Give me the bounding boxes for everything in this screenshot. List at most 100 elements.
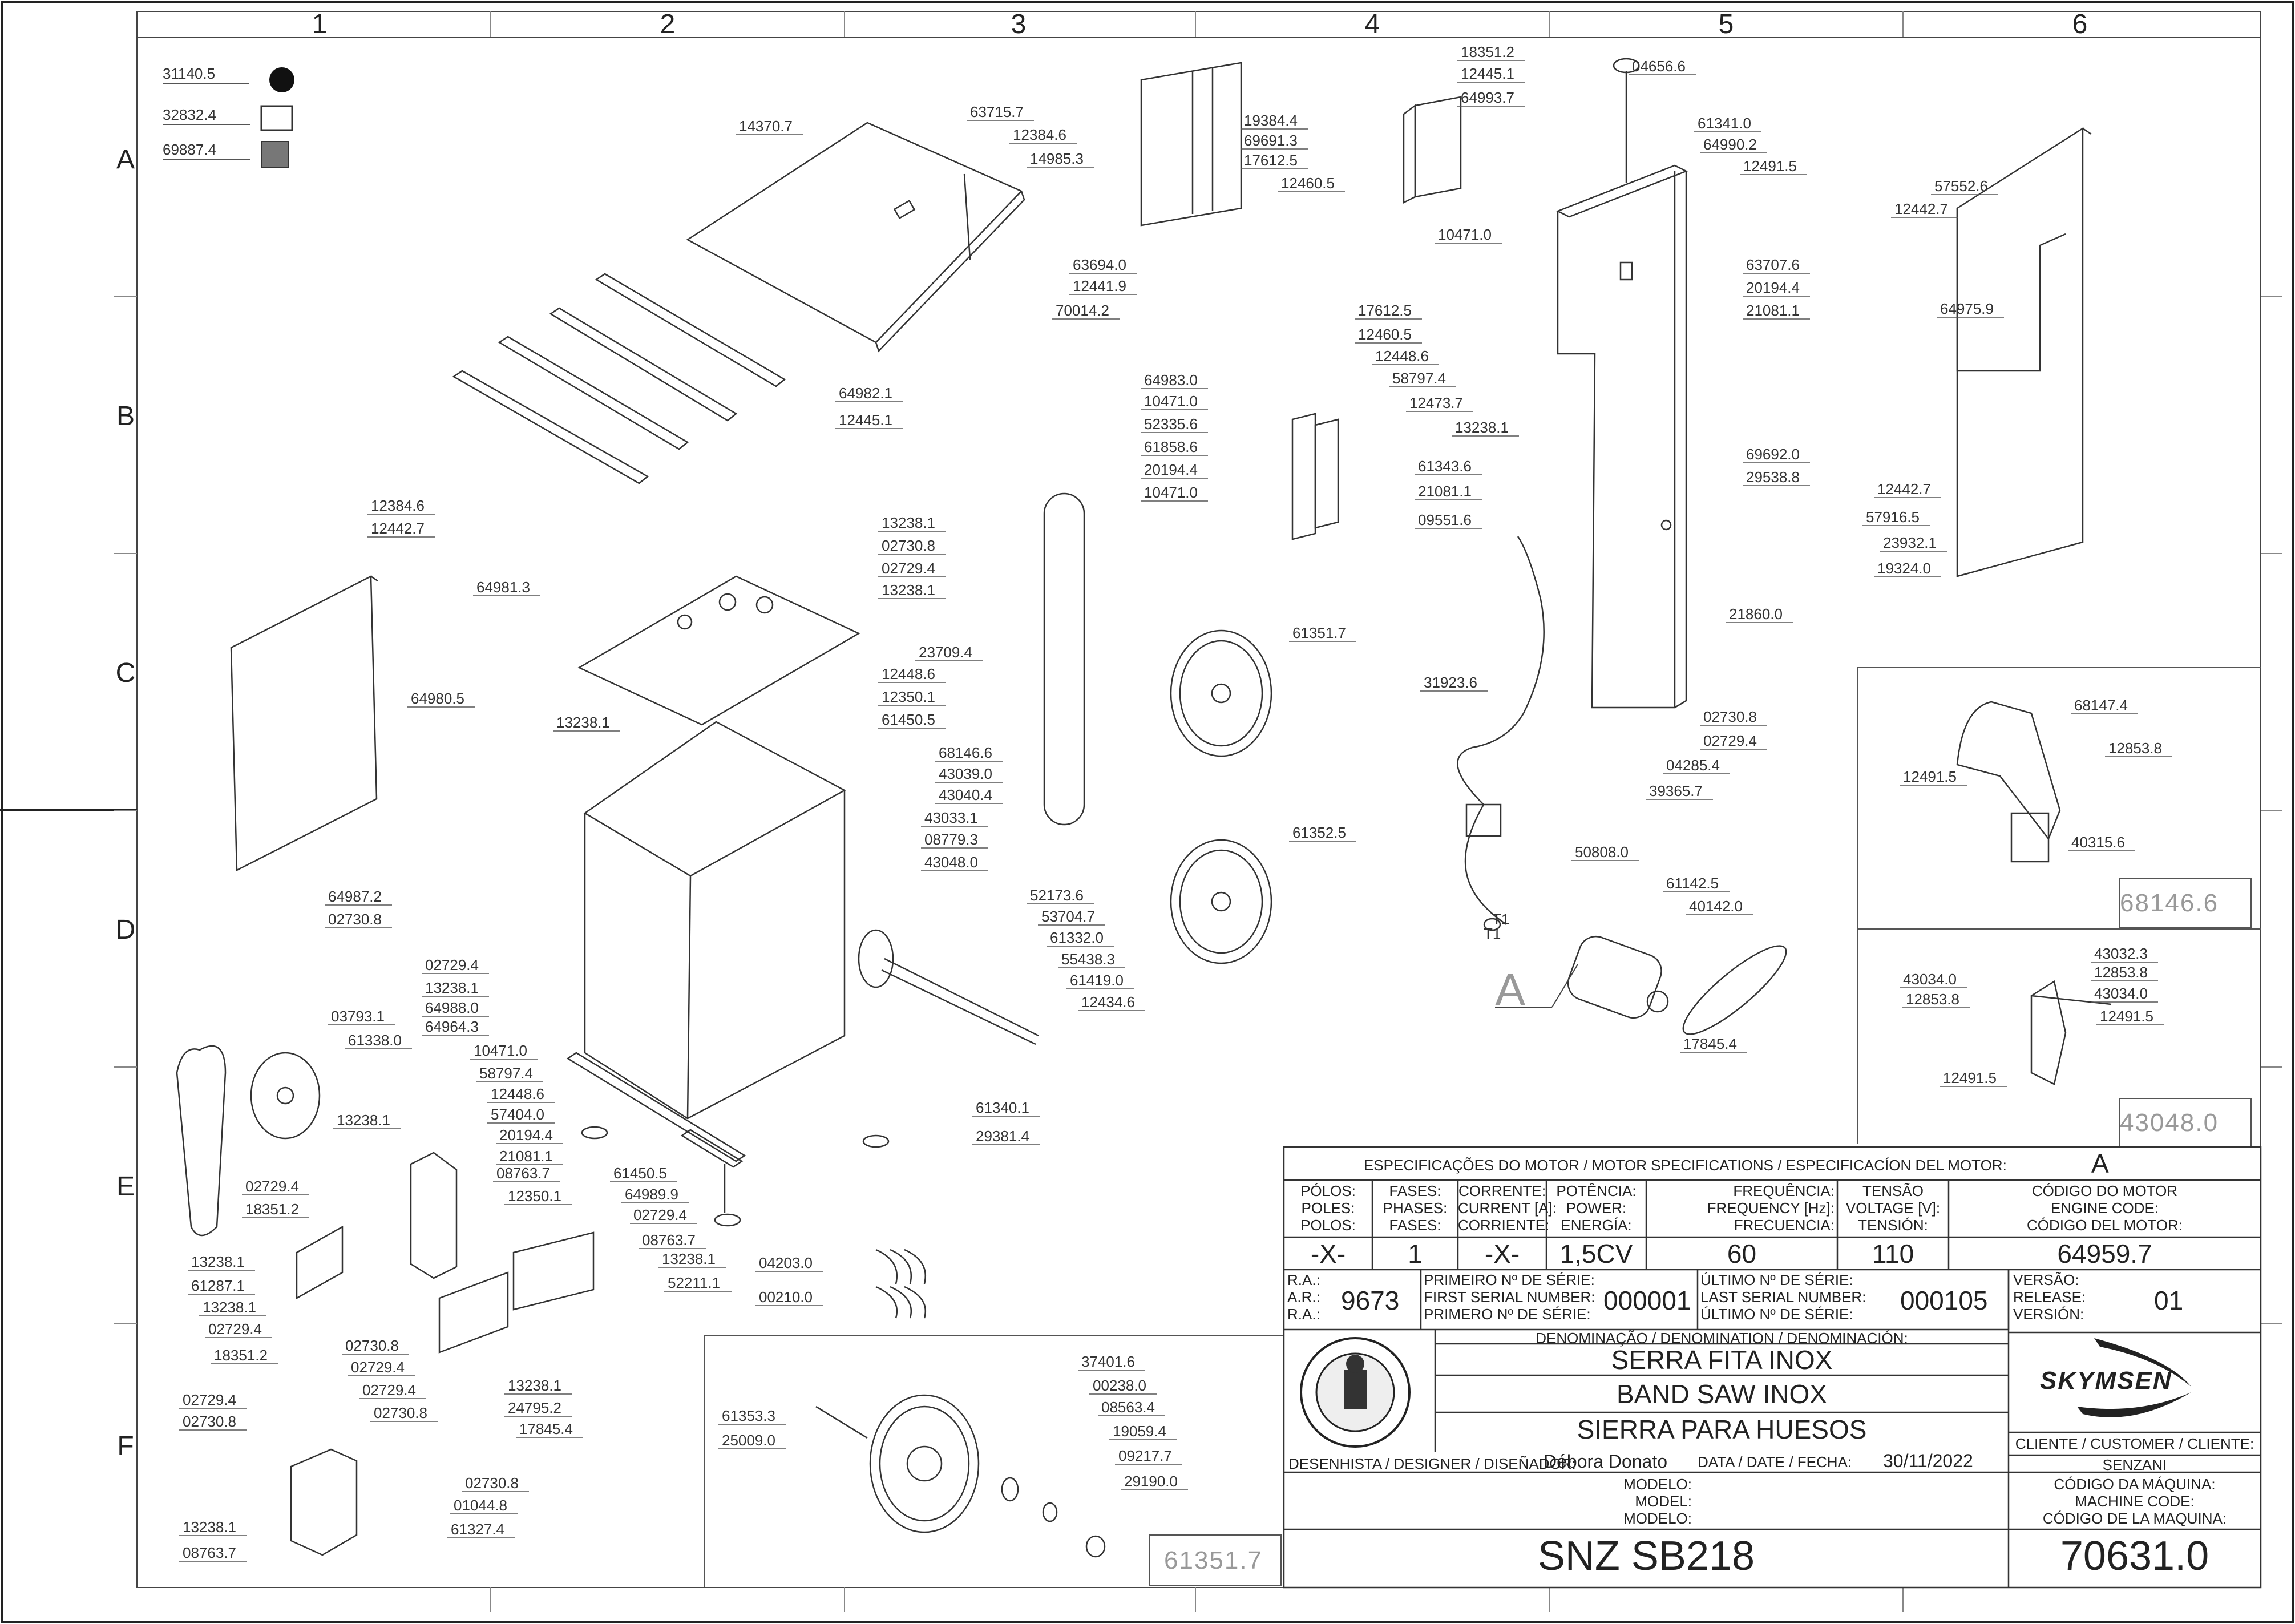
part-number-label: 12853.8 (2091, 964, 2158, 981)
part-number-label: 64983.0 (1141, 371, 1208, 389)
svg-text:69691.3: 69691.3 (1244, 132, 1298, 149)
part-number-label: 09217.7 (1115, 1447, 1182, 1465)
part-number-label: 64980.5 (407, 690, 475, 708)
part-number-label: 14370.7 (736, 118, 803, 135)
part-number-label: 18351.2 (211, 1347, 278, 1364)
last-serial-labels: ÚLTIMO Nº DE SÉRIE:LAST SERIAL NUMBER:ÚL… (1700, 1271, 1866, 1323)
svg-text:04203.0: 04203.0 (759, 1254, 813, 1271)
svg-text:10471.0: 10471.0 (1144, 484, 1198, 501)
part-number-label: 12853.8 (1902, 991, 1970, 1008)
svg-text:50808.0: 50808.0 (1575, 843, 1629, 861)
svg-text:T1: T1 (1484, 925, 1501, 942)
detail-ref-68146: 68146.6 (2120, 889, 2219, 917)
svg-text:64982.1: 64982.1 (839, 385, 892, 402)
part-number-label: 21081.1 (496, 1148, 563, 1165)
version-value: 01 (2154, 1286, 2184, 1315)
svg-text:24795.2: 24795.2 (508, 1399, 561, 1416)
svg-text:12853.8: 12853.8 (2108, 740, 2162, 757)
motor-part (1457, 536, 1787, 1035)
grid-column-label: 2 (660, 9, 676, 39)
part-number-label: 13238.1 (658, 1250, 726, 1268)
svg-text:61343.6: 61343.6 (1418, 458, 1472, 475)
svg-text:12491.5: 12491.5 (1943, 1069, 1997, 1086)
svg-text:64964.3: 64964.3 (425, 1018, 479, 1035)
header-frequency: FREQUÊNCIA:FREQUENCY [Hz]:FRECUENCIA: (1707, 1182, 1835, 1234)
part-number-label: 02729.4 (242, 1178, 309, 1195)
lower-bracket-part (290, 1152, 595, 1556)
last-serial-value: 000105 (1900, 1286, 1988, 1315)
part-number-label: 00210.0 (755, 1288, 823, 1306)
svg-text:64993.7: 64993.7 (1461, 89, 1514, 106)
svg-text:12384.6: 12384.6 (1013, 126, 1066, 143)
part-number-label: 17612.5 (1355, 302, 1422, 320)
part-number-label: 12460.5 (1278, 175, 1345, 192)
part-number-label: 17612.5 (1241, 152, 1308, 169)
part-number-label: 02729.4 (422, 956, 489, 974)
part-number-label: 13238.1 (504, 1377, 572, 1395)
part-number-label: 17845.4 (1680, 1035, 1747, 1053)
cable-coils (875, 1249, 927, 1319)
part-number-label: 12441.9 (1069, 277, 1137, 295)
denomination-pt: SERRA FITA INOX (1611, 1345, 1833, 1375)
svg-text:19324.0: 19324.0 (1877, 560, 1931, 577)
part-number-label: 13238.1 (333, 1112, 401, 1129)
part-number-label: 63715.7 (967, 103, 1034, 121)
part-number-label: 13238.1 (878, 581, 946, 599)
svg-text:17845.4: 17845.4 (519, 1420, 573, 1437)
part-number-label: 61327.4 (447, 1521, 515, 1538)
part-number-label: 10471.0 (470, 1042, 538, 1060)
part-number-label: 53704.7 (1038, 908, 1105, 926)
part-number-label: 64964.3 (422, 1018, 489, 1036)
part-number-label: 64981.3 (473, 579, 540, 596)
svg-text:43032.3: 43032.3 (2094, 945, 2148, 962)
svg-text:57916.5: 57916.5 (1866, 508, 1920, 526)
part-number-label: 13238.1 (188, 1253, 255, 1271)
part-number-label: 12448.6 (487, 1085, 555, 1103)
part-number-label: 69692.0 (1743, 446, 1810, 463)
grid-row-label: A (116, 144, 135, 175)
svg-text:61338.0: 61338.0 (348, 1032, 402, 1049)
header-poles: PÓLOS:POLES:POLOS: (1300, 1182, 1356, 1234)
svg-text:13238.1: 13238.1 (882, 581, 935, 599)
svg-text:08763.7: 08763.7 (183, 1544, 236, 1561)
motor-callout-letter: A (1495, 964, 1526, 1015)
svg-text:02729.4: 02729.4 (351, 1359, 405, 1376)
svg-text:08779.3: 08779.3 (924, 831, 978, 848)
part-number-label: 19324.0 (1874, 560, 1941, 577)
svg-text:61142.5: 61142.5 (1666, 875, 1719, 892)
part-number-label: 03793.1 (328, 1008, 395, 1025)
svg-text:64988.0: 64988.0 (425, 999, 479, 1016)
denomination-en: BAND SAW INOX (1617, 1379, 1827, 1409)
svg-text:68147.4: 68147.4 (2074, 697, 2128, 714)
ra-value: 9673 (1341, 1286, 1400, 1315)
svg-text:61327.4: 61327.4 (451, 1521, 504, 1538)
svg-text:57404.0: 57404.0 (491, 1106, 544, 1123)
part-number-label: 12473.7 (1406, 394, 1473, 412)
accessory-dot-icon (269, 67, 294, 92)
svg-text:19384.4: 19384.4 (1244, 112, 1298, 129)
part-number-label: 52335.6 (1141, 415, 1208, 433)
svg-text:39365.7: 39365.7 (1649, 782, 1703, 799)
svg-text:64987.2: 64987.2 (328, 888, 382, 905)
model-labels: MODELO:MODEL:MODELO: (1623, 1476, 1692, 1527)
part-number-label: 64975.9 (1937, 300, 2004, 318)
svg-text:58797.4: 58797.4 (479, 1065, 533, 1082)
svg-text:69692.0: 69692.0 (1746, 446, 1800, 463)
part-number-label: 61287.1 (188, 1277, 255, 1295)
part-number-label: 52173.6 (1027, 887, 1094, 904)
svg-text:12448.6: 12448.6 (1375, 348, 1429, 365)
part-number-label: 12434.6 (1078, 993, 1145, 1011)
part-number-label: 61351.7 (1289, 624, 1356, 642)
part-number-label: 58797.4 (1389, 370, 1456, 387)
svg-text:13238.1: 13238.1 (882, 514, 935, 531)
svg-text:08763.7: 08763.7 (496, 1165, 550, 1182)
grid-column-label: 5 (1719, 9, 1734, 39)
svg-text:12460.5: 12460.5 (1281, 175, 1335, 192)
svg-text:61353.3: 61353.3 (722, 1407, 775, 1424)
svg-text:12445.1: 12445.1 (839, 411, 892, 429)
part-number-label: 63707.6 (1743, 256, 1810, 274)
part-number-label: 43034.0 (2091, 985, 2158, 1003)
svg-text:12445.1: 12445.1 (1461, 65, 1514, 82)
svg-text:18351.2: 18351.2 (1461, 43, 1514, 60)
part-number-label: 10471.0 (1435, 226, 1502, 244)
